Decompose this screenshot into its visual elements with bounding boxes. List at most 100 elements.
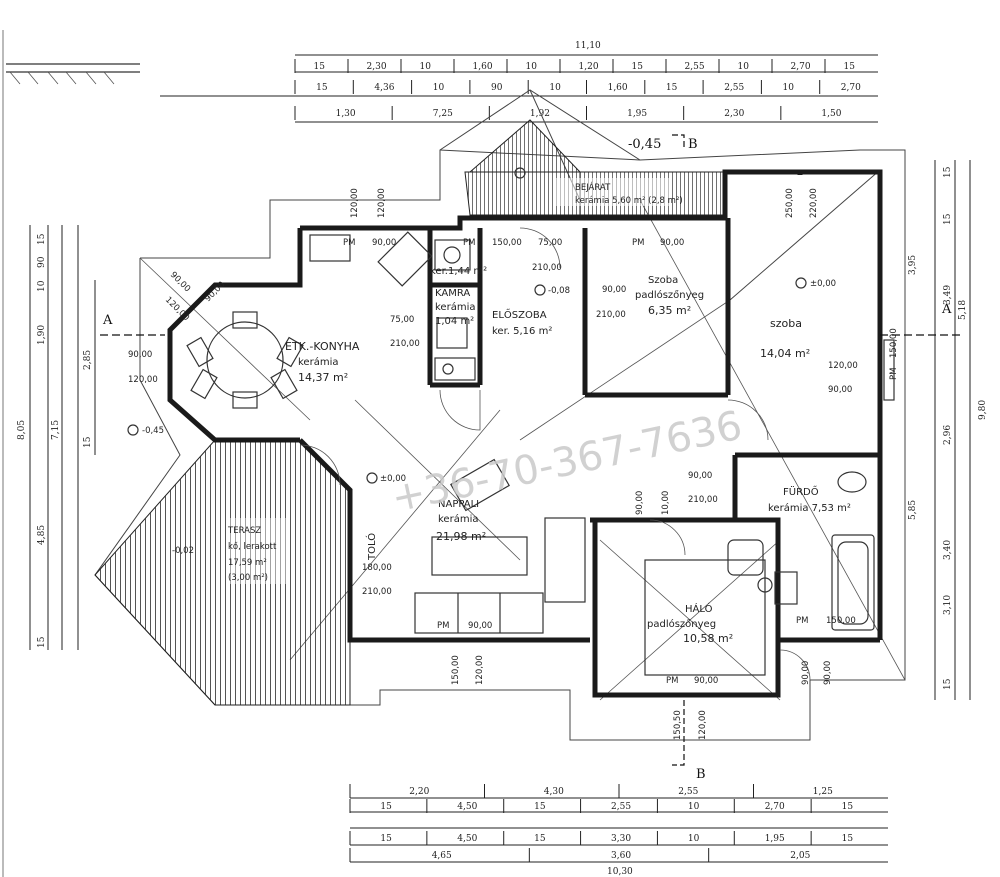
dim-top-row1-8: 10: [738, 62, 750, 72]
dim-right-6: 3,49: [943, 285, 953, 305]
section-a-left: A: [102, 313, 113, 328]
section-lines: A A B B: [100, 134, 960, 782]
dim-a29: 90,00: [823, 661, 833, 685]
dim-top-row1-10: 15: [844, 62, 856, 72]
dim-left-5: 90: [37, 256, 47, 268]
dim-top-row2-2: 10: [433, 83, 445, 93]
dim-a22: 90,00: [694, 676, 718, 686]
room-big-name: szoba: [770, 317, 802, 330]
living-name: NAPPALI: [438, 499, 479, 510]
dim-top-row3-0: 1,30: [336, 109, 356, 119]
entrance: BEJÁRAT kerámia 5,60 m² (2,8 m²): [464, 119, 726, 216]
dim-bot-row4-0: 4,65: [432, 851, 452, 861]
dim-bot-row2-3: 2,55: [611, 802, 631, 812]
dim-a19: 180,00: [362, 563, 392, 573]
dim-right-5: 15: [943, 678, 953, 690]
dim-top-row1-9: 2,70: [791, 62, 811, 72]
dim-top-row1-5: 1,20: [579, 62, 599, 72]
room-labels: ETK.-KONYHA kerámia 14,37 m² KAMRA kerám…: [285, 266, 851, 645]
bedroom-floor: padlószőnyeg: [647, 618, 716, 630]
dim-top-row2-8: 10: [783, 83, 795, 93]
terrace-level: -0,02: [172, 546, 194, 556]
dim-a11: 120,00: [128, 375, 158, 385]
annotations: PM 90,00 PM 150,00 75,00 210,00 PM 90,00…: [128, 188, 899, 740]
dim-bot-row4-1: 3,60: [611, 851, 631, 861]
dim-top-row1-4: 10: [526, 62, 538, 72]
dim-bot-row2-0: 15: [380, 802, 392, 812]
living-area: 21,98 m²: [436, 530, 486, 543]
terrace-area: 17,59 m²: [228, 558, 267, 568]
dim-a26: 150,50: [673, 710, 683, 740]
pm-label-3: PM: [632, 238, 644, 248]
level-living: ±0,00: [380, 474, 406, 484]
dim-bot-row3-4: 10: [688, 834, 700, 844]
dim-a7: 210,00: [596, 310, 626, 320]
dim-a33: 120,00: [377, 188, 387, 218]
dim-top-row3-1: 7,25: [433, 109, 453, 119]
dim-a31: 220,00: [809, 188, 819, 218]
pm-label-5: PM: [437, 621, 449, 631]
dim-a30: 250,00: [785, 188, 795, 218]
dim-a4: 210,00: [532, 263, 562, 273]
dim-top-row2-0: 15: [316, 83, 328, 93]
dim-left-9: 15: [83, 436, 93, 448]
pantry-name: KAMRA: [435, 288, 470, 299]
dim-a23: 150,00: [826, 616, 856, 626]
room-small-floor: padlószőnyeg: [635, 289, 704, 301]
kitchen-floor: kerámia: [298, 356, 338, 368]
section-a-right: A: [941, 302, 952, 317]
pm-label-1: PM: [343, 238, 355, 248]
dim-bot-row3-1: 4,50: [457, 834, 477, 844]
dining-table: [206, 321, 284, 399]
dim-left-3: 4,85: [37, 525, 47, 545]
dim-bot-row3-0: 15: [380, 834, 392, 844]
dim-bot-row2-2: 15: [534, 802, 546, 812]
entrance-name: BEJÁRAT: [575, 181, 611, 193]
level-room-big: ±0,00: [810, 279, 836, 289]
dim-top-row2-9: 2,70: [841, 83, 861, 93]
dim-bot-row3-5: 1,95: [765, 834, 785, 844]
dim-top-row1-6: 15: [632, 62, 644, 72]
dim-a15: 90,00: [688, 471, 712, 481]
dim-a1: 90,00: [372, 238, 396, 248]
dim-top-row3-2: 1,92: [530, 109, 550, 119]
room-big-area: 14,04 m²: [760, 347, 810, 360]
dim-top-row1-2: 10: [420, 62, 432, 72]
living-floor: kerámia: [438, 513, 478, 525]
terrace-floor: kő, lerakott: [228, 542, 277, 552]
wc-area: ker.1,44 m²: [430, 266, 487, 277]
dim-bot-row3-2: 15: [534, 834, 546, 844]
dim-top-row3-5: 1,50: [821, 109, 841, 119]
dim-right-4: 5,85: [908, 500, 918, 520]
level-markers: ±0,00 -0,08 ±0,00 -0,45 -0,45: [127, 137, 836, 484]
dim-a13: 90,00: [828, 385, 852, 395]
dim-bot-row1-0: 2,20: [409, 787, 429, 797]
dim-top-row1-1: 2,30: [367, 62, 387, 72]
dim-a20: 210,00: [362, 587, 392, 597]
dim-a28: 90,00: [801, 661, 811, 685]
dim-bot-row2-6: 15: [842, 802, 854, 812]
furniture: [186, 231, 895, 676]
door-swings: [299, 227, 811, 681]
dim-left-2: 7,15: [51, 420, 61, 440]
dim-a21: 90,00: [468, 621, 492, 631]
dim-top-row2-5: 1,60: [608, 83, 628, 93]
section-b-bottom: B: [696, 767, 706, 782]
dim-bot-row2-1: 4,50: [457, 802, 477, 812]
dim-a9: 210,00: [390, 339, 420, 349]
dim-left-7: 1,90: [37, 325, 47, 345]
dim-right-7: 5,18: [958, 300, 968, 320]
dim-top-row1-7: 2,55: [685, 62, 705, 72]
dim-a6: 90,00: [602, 285, 626, 295]
pantry-floor: kerámia: [435, 301, 475, 313]
dim-a25: 120,00: [475, 655, 485, 685]
terrace-extra: (3,00 m²): [228, 573, 268, 583]
dim-left-1: 8,05: [17, 420, 27, 440]
dim-a32: 120,00: [350, 188, 360, 218]
kitchen-name: ETK.-KONYHA: [285, 340, 360, 353]
dim-top-row2-4: 10: [549, 83, 561, 93]
bedroom-name: HÁLÓ: [685, 602, 713, 615]
dim-right-9: 3,40: [943, 540, 953, 560]
